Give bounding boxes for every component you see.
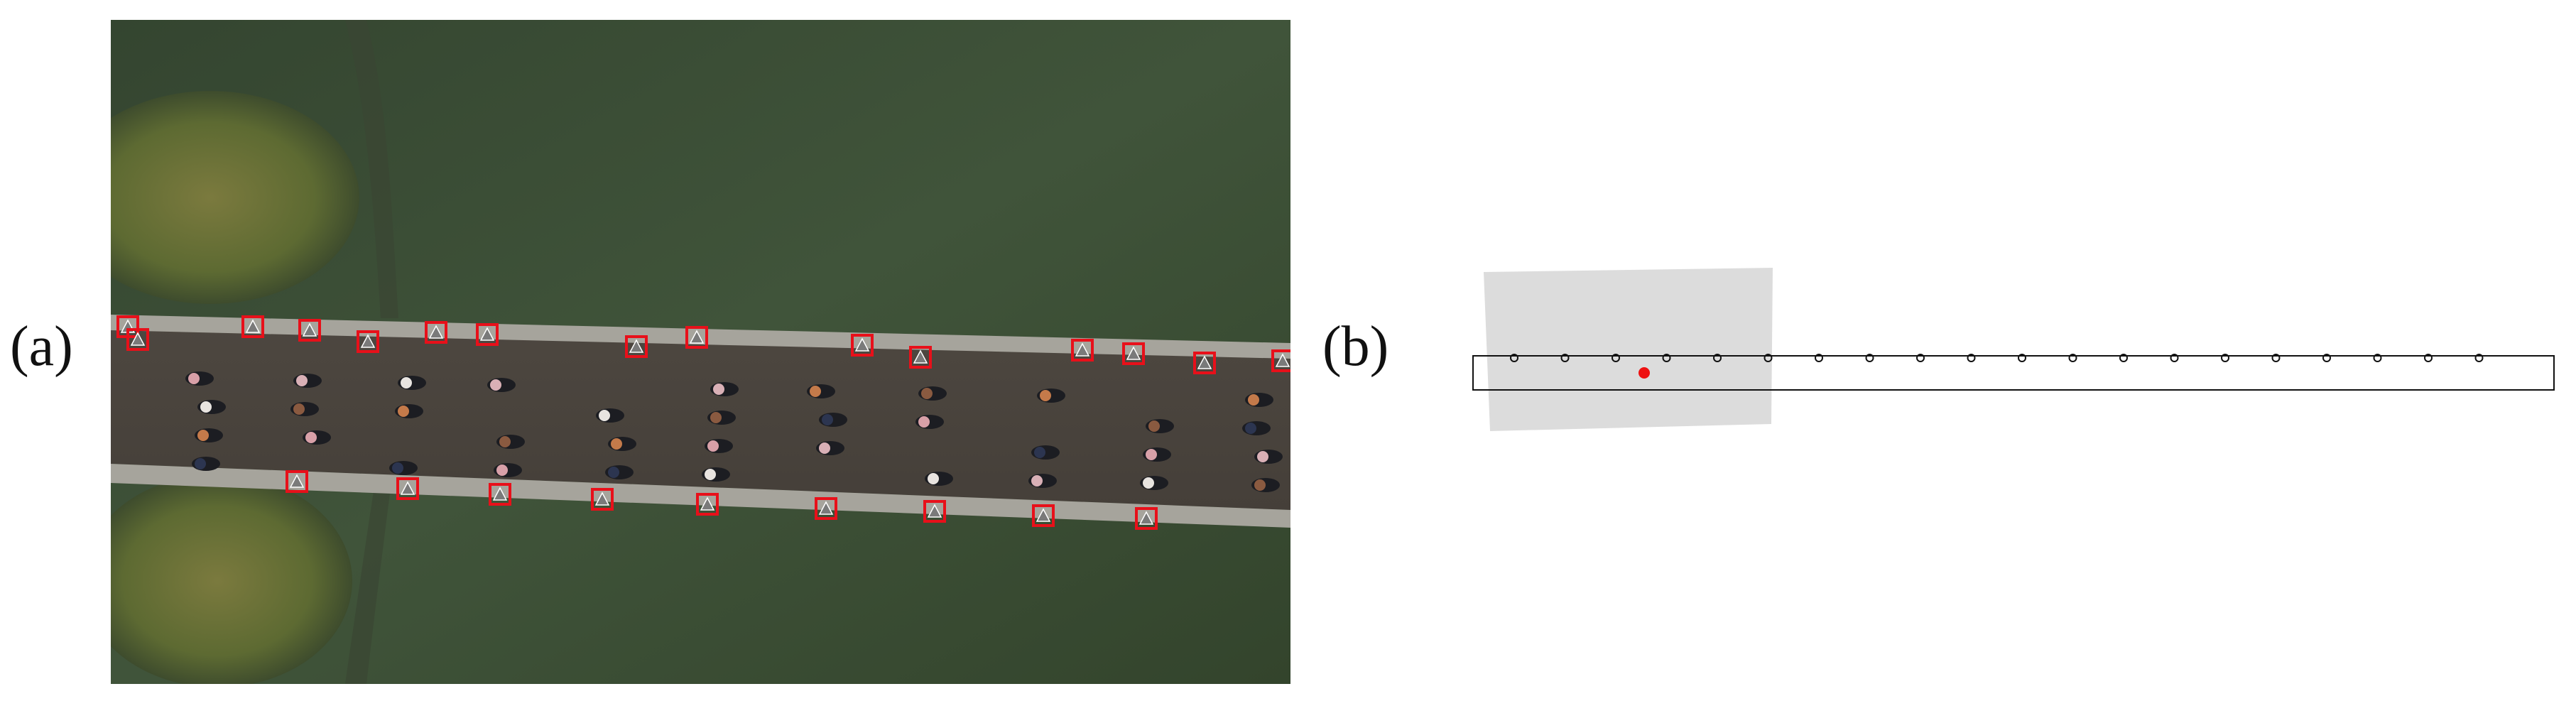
track-point <box>1967 354 1976 362</box>
pedestrian <box>807 384 835 398</box>
detection-marker <box>815 497 837 520</box>
pedestrian <box>197 400 226 414</box>
track-point <box>2018 354 2026 362</box>
pedestrian <box>596 408 624 423</box>
track-point <box>1763 354 1773 362</box>
pedestrian <box>819 413 847 427</box>
pedestrian <box>1146 419 1174 433</box>
pedestrian <box>1037 388 1065 403</box>
pedestrians <box>185 371 1283 492</box>
track-point <box>1510 354 1518 362</box>
pedestrian <box>1143 447 1171 462</box>
pedestrian <box>494 463 522 477</box>
dirt-path <box>345 20 398 318</box>
pedestrian <box>303 430 331 445</box>
detection-marker <box>241 315 264 338</box>
pedestrian <box>1245 393 1273 407</box>
pedestrian <box>707 411 736 425</box>
detection-marker <box>923 500 946 523</box>
detection-marker <box>909 346 932 369</box>
panel-label-b: (b) <box>1322 315 1389 378</box>
pedestrian <box>395 404 423 418</box>
detection-marker <box>476 323 499 346</box>
detection-marker <box>851 334 874 357</box>
detection-markers <box>116 315 1290 530</box>
pedestrian <box>918 386 947 401</box>
pedestrian <box>293 374 322 388</box>
detection-marker <box>425 321 447 344</box>
track-point <box>1713 354 1722 362</box>
pedestrian <box>185 371 214 386</box>
pedestrian <box>605 465 634 479</box>
detection-marker <box>1135 507 1158 530</box>
detection-marker <box>286 470 308 493</box>
pedestrian <box>1031 445 1060 460</box>
track-point <box>2068 354 2077 362</box>
track-points <box>1510 354 2484 362</box>
track-point <box>1916 354 1925 362</box>
detection-marker <box>591 488 614 511</box>
track-point <box>2322 354 2331 362</box>
track-point <box>1865 354 1874 362</box>
track-point <box>2271 354 2281 362</box>
detection-marker <box>685 326 708 349</box>
footprint-diagram <box>1472 268 2555 431</box>
track-point <box>2170 354 2179 362</box>
bridge-rail-top <box>111 315 1290 359</box>
pedestrian <box>710 382 739 396</box>
aerial-photo <box>111 20 1290 684</box>
dirt-path-lower <box>345 482 391 684</box>
detection-marker <box>489 483 511 506</box>
detection-marker <box>625 335 648 358</box>
track-point <box>2221 354 2229 362</box>
pedestrian <box>608 437 636 451</box>
track-point <box>1815 354 1823 362</box>
detection-marker <box>1193 352 1216 374</box>
pedestrian <box>290 402 319 416</box>
pedestrian <box>1251 478 1280 492</box>
pedestrian <box>702 467 730 482</box>
pedestrian <box>192 457 220 471</box>
detection-marker <box>298 319 321 342</box>
pedestrian <box>925 472 953 486</box>
track-point <box>2373 354 2382 362</box>
track-point <box>1662 354 1671 362</box>
pedestrian <box>389 461 418 475</box>
pedestrian <box>496 435 525 449</box>
detection-marker <box>1271 349 1290 372</box>
track-point <box>2424 354 2433 362</box>
detection-marker <box>1071 339 1094 362</box>
detection-marker <box>396 477 419 500</box>
pedestrian <box>1140 476 1168 490</box>
pedestrian <box>487 378 516 392</box>
pedestrian <box>915 415 944 429</box>
detection-marker <box>696 493 719 516</box>
bush-bottom-left <box>111 474 352 684</box>
detection-marker <box>126 328 149 351</box>
track-point <box>2474 354 2484 362</box>
detection-marker <box>1032 504 1055 527</box>
pedestrian <box>705 439 733 453</box>
panel-label-a: (a) <box>10 315 73 378</box>
pedestrian <box>1242 421 1271 435</box>
bush-top-left <box>111 91 359 304</box>
pedestrian <box>1028 474 1057 488</box>
detection-marker <box>357 330 379 353</box>
track-point <box>2119 354 2128 362</box>
camera-footprint <box>1484 268 1773 431</box>
pedestrian <box>816 441 844 455</box>
red-point <box>1638 367 1650 379</box>
detection-marker <box>1122 342 1145 365</box>
pedestrian <box>1254 450 1283 464</box>
pedestrian <box>195 428 223 442</box>
bridge-outline <box>1472 355 2555 391</box>
pedestrian <box>398 376 426 390</box>
track-point <box>1612 354 1620 362</box>
track-point <box>1560 354 1570 362</box>
